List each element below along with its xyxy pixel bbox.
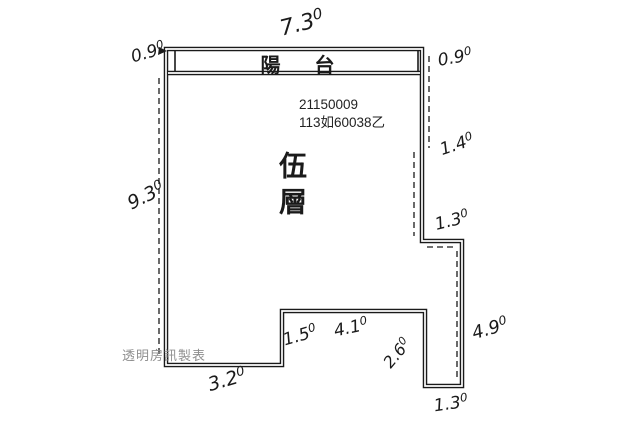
case-number-line2: 113如60038乙 (299, 115, 386, 130)
watermark-text: 透明房訊製表 (122, 348, 207, 363)
balcony-label: 陽 台 (260, 53, 342, 77)
dimension-arrowhead (158, 47, 167, 55)
unit-wall-core (165, 48, 463, 387)
floor-level-label: 伍層 (275, 151, 308, 223)
case-number-block: 21150009 113如60038乙 (299, 96, 385, 132)
case-number-line1: 21150009 (299, 97, 359, 112)
